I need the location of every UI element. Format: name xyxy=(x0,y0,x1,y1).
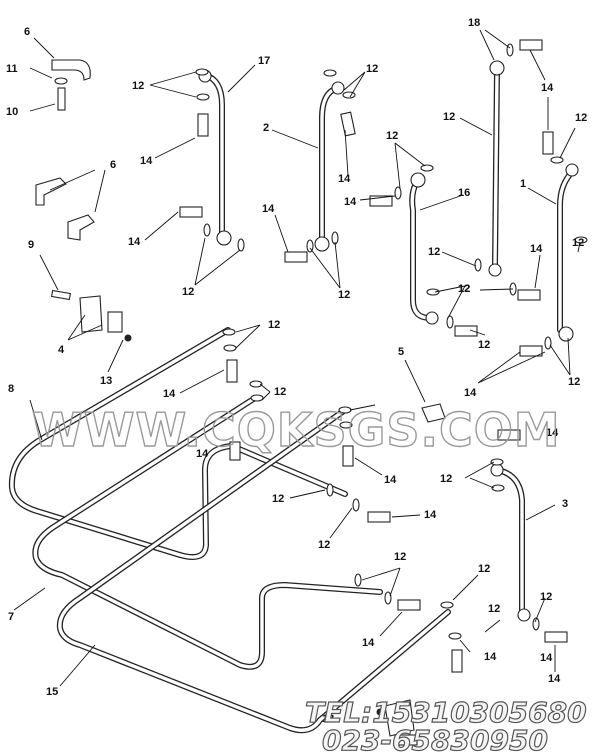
callout-label: 14 xyxy=(484,651,497,663)
callout-label: 6 xyxy=(24,26,30,38)
callout-label: 15 xyxy=(46,686,58,698)
callout-label: 12 xyxy=(132,80,144,92)
callout-label: 12 xyxy=(338,289,350,301)
screw-fittings xyxy=(179,39,568,673)
callout-label: 12 xyxy=(272,493,284,505)
callout-label: 7 xyxy=(8,611,14,623)
callout-label: 1 xyxy=(520,178,526,190)
callout-label: 12 xyxy=(318,539,330,551)
callout-label: 6 xyxy=(110,159,116,171)
bracket-parts xyxy=(35,59,446,746)
callout-label: 12 xyxy=(394,551,406,563)
tube-assembly-16 xyxy=(409,172,439,325)
callout-label: 12 xyxy=(575,112,587,124)
callout-label: 18 xyxy=(468,17,480,29)
callout-label: 12 xyxy=(488,603,500,615)
callout-label: 12 xyxy=(572,237,584,249)
callout-label: 13 xyxy=(322,713,334,725)
watermark-tel: TEL:15310305680 xyxy=(305,696,587,729)
callout-label: 14 xyxy=(384,474,397,486)
callout-label: 10 xyxy=(6,106,18,118)
callout-label: 14 xyxy=(362,637,375,649)
tube-assembly-8 xyxy=(8,327,348,560)
callout-label: 16 xyxy=(458,187,470,199)
callout-label: 13 xyxy=(100,375,112,387)
tube-assembly-2 xyxy=(314,81,345,252)
leader-lines xyxy=(13,29,581,687)
callout-label: 12 xyxy=(458,283,470,295)
callout-label: 12 xyxy=(182,286,194,298)
callout-label: 14 xyxy=(541,82,554,94)
callout-label: 14 xyxy=(163,388,176,400)
callout-label: 12 xyxy=(440,473,452,485)
callout-label: 12 xyxy=(366,63,378,75)
callout-label: 14 xyxy=(196,448,209,460)
callout-label: 3 xyxy=(562,498,568,510)
callout-label: 12 xyxy=(568,376,580,388)
callout-label: 4 xyxy=(58,344,65,356)
callout-label: 5 xyxy=(398,346,404,358)
washer-fittings xyxy=(195,43,588,640)
watermark-phone: 023-65830950 xyxy=(322,724,548,756)
callout-label: 9 xyxy=(28,239,34,251)
callout-label: 14 xyxy=(140,155,153,167)
tube-assembly-1 xyxy=(557,163,579,342)
callout-label: 14 xyxy=(344,196,357,208)
callout-label: 17 xyxy=(258,55,270,67)
callout-label: 14 xyxy=(530,243,543,255)
callout-label: 12 xyxy=(268,319,280,331)
callout-label: 12 xyxy=(478,339,490,351)
callout-label: 2 xyxy=(263,122,269,134)
callout-label: 14 xyxy=(546,427,559,439)
callout-label: 14 xyxy=(540,652,553,664)
callout-label: 12 xyxy=(540,591,552,603)
callout-label: 14 xyxy=(548,673,561,685)
callout-label: 14 xyxy=(262,203,275,215)
callout-label: 14 xyxy=(338,173,351,185)
callout-label: 8 xyxy=(8,383,14,395)
callout-label: 14 xyxy=(464,387,477,399)
callout-label: 14 xyxy=(128,236,141,248)
callout-label: 11 xyxy=(6,63,18,75)
watermark-site: WWW.CQKSGS.COM xyxy=(32,403,561,457)
callout-label: 12 xyxy=(443,111,455,123)
callout-label: 12 xyxy=(274,386,286,398)
tube-assembly-18 xyxy=(488,60,505,277)
tube-assembly-15 xyxy=(56,407,451,734)
callout-label: 12 xyxy=(386,130,398,142)
callout-label: 12 xyxy=(478,563,490,575)
callout-label: 14 xyxy=(424,509,437,521)
tube-assembly-3 xyxy=(490,463,531,622)
callout-labels: 6 11 10 12 17 14 6 14 12 9 4 13 12 2 14 … xyxy=(6,17,587,725)
callout-label: 12 xyxy=(458,283,470,295)
callout-label: 12 xyxy=(428,246,440,258)
tube-assembly-7 xyxy=(32,395,383,670)
tube-assembly-17 xyxy=(198,69,232,246)
